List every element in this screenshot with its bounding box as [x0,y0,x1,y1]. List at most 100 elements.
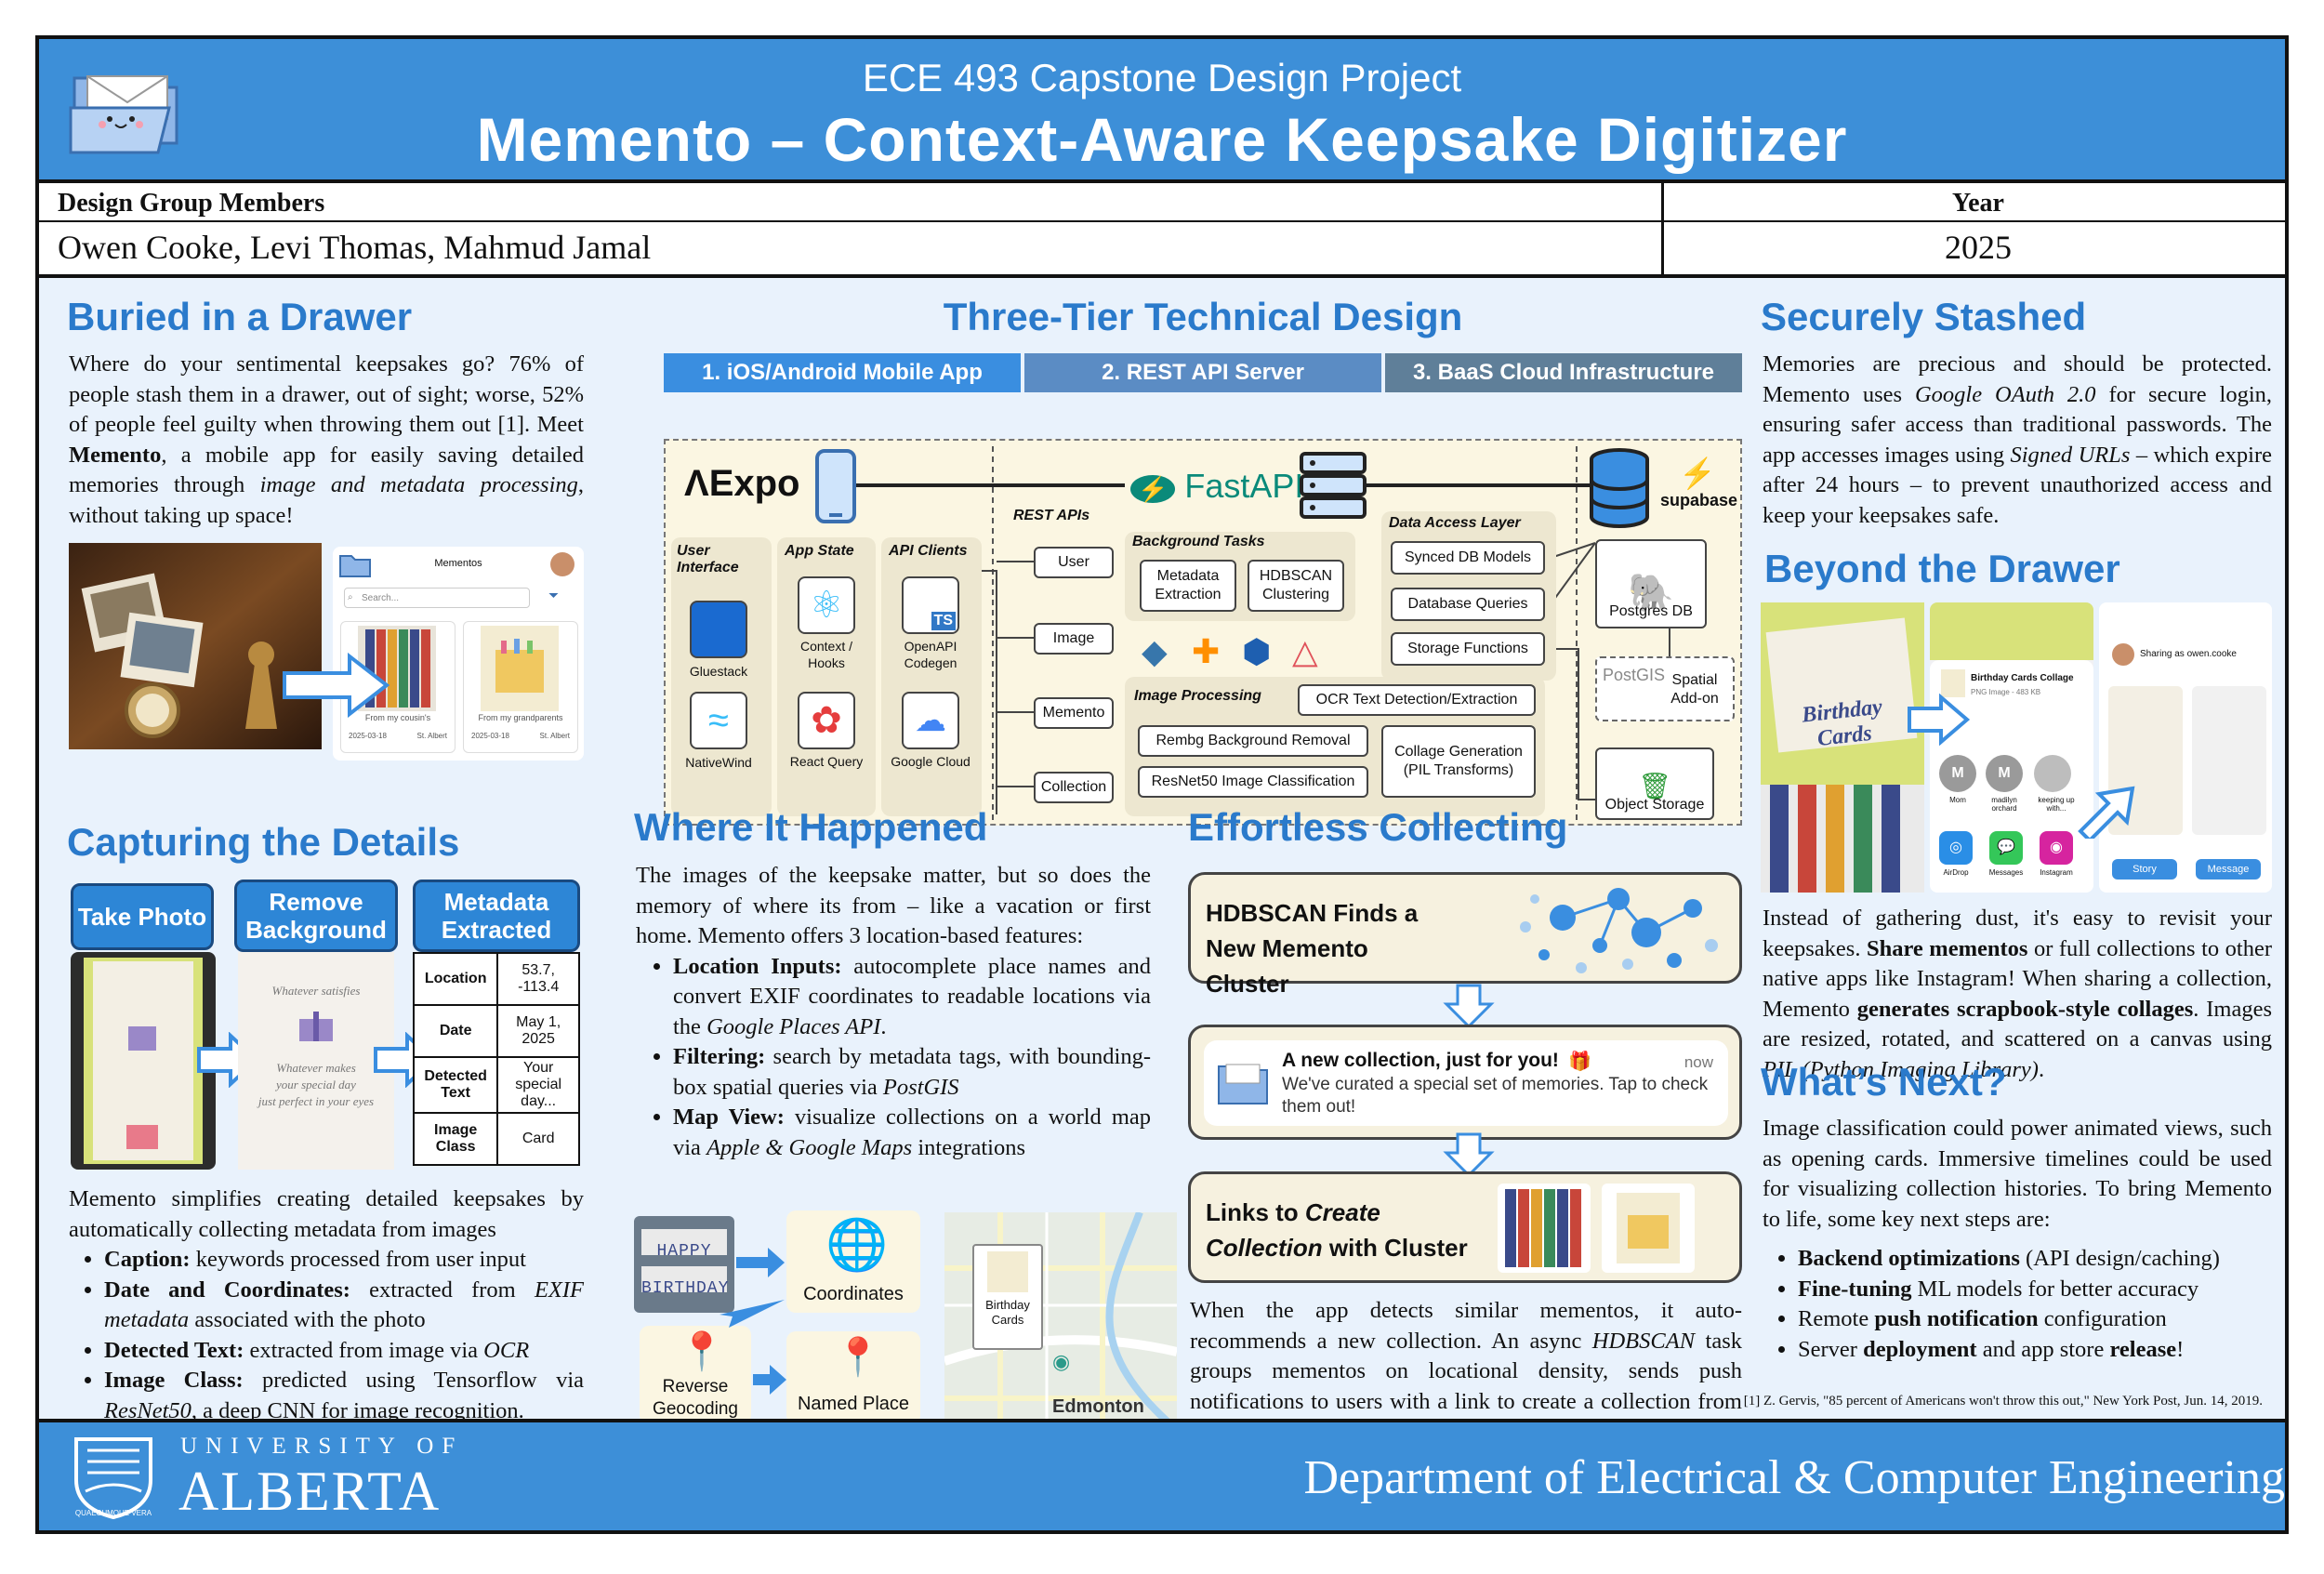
google-cloud-icon: ☁ [902,692,959,749]
beyond-text-bold: Share mementos [1866,935,2028,961]
data-access-label: Data Access Layer [1389,515,1521,531]
beyond-text-a: Instead of gathering dust, it's easy to … [1763,906,2272,961]
instagram-icon[interactable]: ◉ [2040,831,2073,865]
contact-avatar[interactable] [2034,755,2071,792]
drawer-text-bold: Memento [69,442,162,468]
named-place-label: Named Place [797,1394,910,1414]
openapi-label: OpenAPI Codegen [904,639,957,670]
clients-group-label: API Clients [889,543,968,559]
where-heading: Where It Happened [634,805,988,849]
list-item: Caption: keywords processed from user in… [104,1245,584,1276]
contact-avatar[interactable]: M [1939,755,1976,792]
list-item: Location Inputs: autocomplete place name… [673,952,1151,1043]
messages-icon[interactable]: 💬 [1989,831,2023,865]
contact-name: keeping up with... [2038,796,2075,813]
phone-icon [815,449,856,523]
bullet-italic: EXIF metadata [104,1276,584,1333]
secure-heading: Securely Stashed [1761,295,2087,338]
bullet-bold: Backend optimizations [1798,1246,2020,1271]
storage-functions-box: Storage Functions [1391,632,1545,666]
fastapi-logo: ⚡ FastAPI [1125,467,1310,506]
hdbscan-box: HDBSCAN Clustering [1248,560,1344,612]
expo-logo: ΛExpo [684,463,799,505]
fastapi-label: FastAPI [1184,467,1304,505]
resnet-box: ResNet50 Image Classification [1138,766,1368,798]
card-date: 2025-03-18 [471,732,509,740]
contact-name: madilyn orchard [1991,796,2017,813]
bullet-text: Server [1798,1336,1864,1362]
bullet-text: Remote [1798,1306,1875,1331]
filter-icon[interactable]: ⏷ [548,589,560,603]
contact-avatar[interactable]: M [1986,755,2023,792]
spatial-addon-label: Spatial Add-on [1670,672,1719,707]
next-intro: Image classification could power animate… [1763,1116,2272,1232]
search-input[interactable]: Search... [344,588,530,608]
secure-text-c: – which expire after 24 hours – to preve… [1763,442,2273,528]
flow-text: with Cluster [1322,1234,1468,1262]
list-item: Fine-tuning ML models for better accurac… [1798,1275,2272,1305]
airdrop-icon[interactable]: ◎ [1939,831,1973,865]
members-bar: Design Group Members Owen Cooke, Levi Th… [39,183,2285,278]
push-notification[interactable]: A new collection, just for you! 🎁 now We… [1204,1040,1728,1126]
bullet-text: associated with the photo [189,1307,426,1332]
beyond-text-b: or full collections to other native apps… [1763,935,2272,1022]
app-name: Messages [1988,868,2024,877]
collage-image: Birthday Cards [1761,602,1924,893]
postgis-label: PostGIS [1603,666,1666,684]
crest-motto: QUAECUMQUE VERA [75,1509,152,1517]
map-memento-pin[interactable]: Birthday Cards [972,1244,1043,1350]
named-place-node: 📍 Named Place [786,1331,920,1424]
bullet-text: . [880,1013,887,1039]
flow-arrows [720,1248,786,1395]
message-preview [2192,686,2266,835]
openapi-icon: TS [902,576,959,634]
database-icon [1590,448,1649,528]
story-button[interactable]: Story [2112,859,2177,880]
bucket-icon: 🗑 [1638,772,1671,800]
rembg-box: Rembg Background Removal [1138,725,1368,757]
tensorflow-icon: ✚ [1192,632,1221,670]
reference: [1] Z. Gervis, "85 percent of Americans … [1743,1394,2263,1409]
map-marker-icon: ◉ [1052,1350,1071,1373]
typescript-badge: TS [931,612,956,630]
capturing-text: Memento simplifies creating detailed kee… [69,1184,584,1426]
ocr-box: OCR Text Detection/Extraction [1298,684,1536,716]
secure-text: Memories are precious and should be prot… [1763,350,2272,531]
list-item: Server deployment and app store release! [1798,1335,2272,1366]
react-query-icon: ✿ [798,692,855,749]
pillow-icon: △ [1292,632,1318,670]
bullet-bold: Image Class: [104,1368,244,1393]
globe-icon: 🌐 [825,1217,889,1273]
map-view: Birthday Cards ◉ Edmonton [944,1212,1177,1430]
drawer-text: Where do your sentimental keepsakes go? … [69,350,584,531]
collecting-text-italic: HDBSCAN [1591,1328,1696,1354]
gluestack-icon [690,601,747,658]
secure-text-a: Memories are precious and should be prot… [1763,351,2272,407]
memento-card-2[interactable]: From my grandparents 2025-03-18 St. Albe… [463,621,578,753]
nativewind-label: NativeWind [685,755,752,770]
bullet-bold: release [2109,1336,2177,1362]
coordinates-label: Coordinates [803,1284,904,1304]
bullet-text: ! [2176,1336,2185,1362]
arrow-down-icon [1443,984,1495,1028]
footer: QUAECUMQUE VERA UNIVERSITY OF ALBERTA De… [39,1419,2285,1530]
collection-thumb-2 [1602,1184,1695,1273]
context-hooks-label: Context / Hooks [799,639,853,670]
app-screen: Mementos Search... ⌕ ⏷ From my cousin's … [333,547,584,761]
ui-group-label: User Interface [677,543,739,575]
year-value: 2025 [1945,229,2012,266]
card-line: Whatever satisfies [271,984,361,998]
avatar[interactable] [550,552,574,576]
step-remove-background: Remove Background [234,880,398,952]
tier-mobile: 1. iOS/Android Mobile App [664,353,1021,392]
contact-name: Mom [1949,796,1966,804]
beyond-text-c: . Images are resized, rotated, and scatt… [1763,996,2272,1052]
bullet-text: extracted from image via [244,1337,484,1363]
postgres-label: Postgres DB [1609,603,1693,619]
message-button[interactable]: Message [2196,859,2261,880]
notification-title: A new collection, just for you! [1282,1050,1559,1071]
